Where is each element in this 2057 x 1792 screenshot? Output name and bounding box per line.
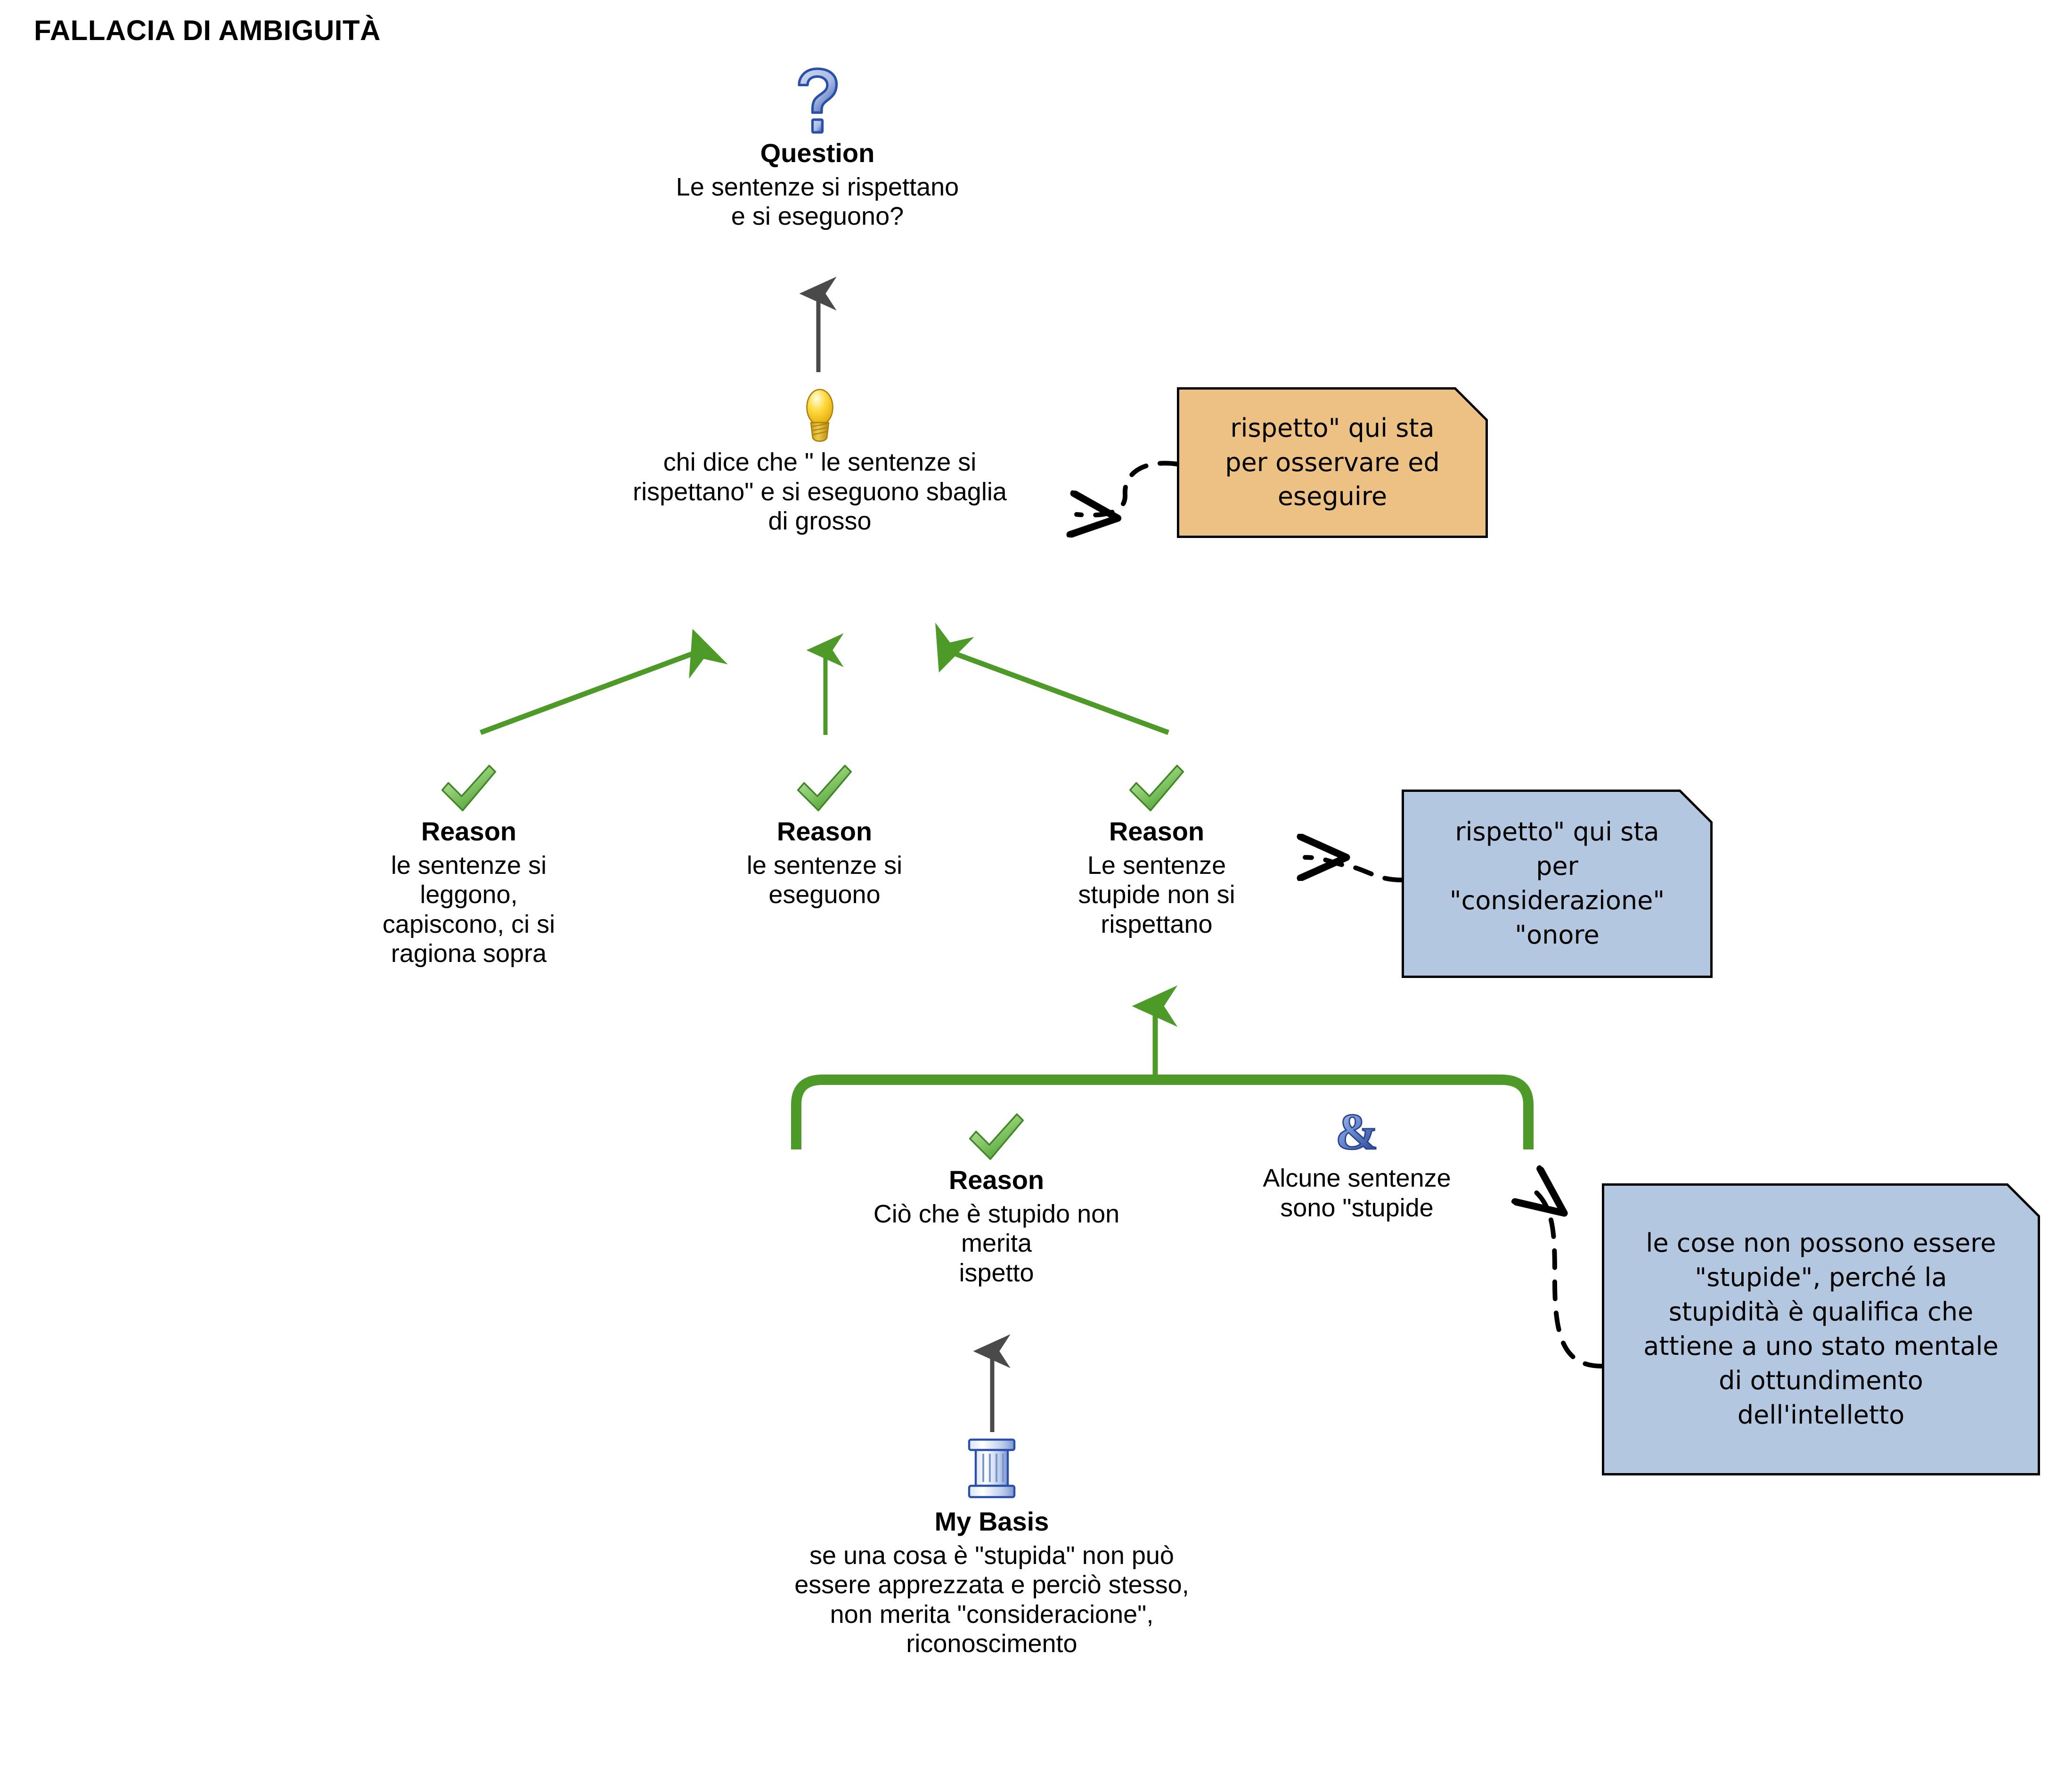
note-corner-fold-icon xyxy=(2006,1183,2040,1217)
node-text: le sentenze si leggono, capiscono, ci si… xyxy=(382,851,555,968)
node-reason-4[interactable]: Reason Ciò che è stupido non merita ispe… xyxy=(836,1112,1157,1287)
sticky-note-text: le cose non possono essere "stupide", pe… xyxy=(1643,1228,1999,1430)
sticky-note-3[interactable]: le cose non possono essere "stupide", pe… xyxy=(1602,1183,2040,1475)
node-text: Le sentenze stupide non si rispettano xyxy=(1078,851,1235,938)
sticky-note-text: rispetto" qui sta per "considerazione" "… xyxy=(1449,817,1665,950)
green-check-icon xyxy=(441,765,497,812)
ampersand-icon: & xyxy=(1335,1102,1379,1159)
node-main-claim[interactable]: chi dice che " le sentenze si rispettano… xyxy=(577,386,1062,536)
node-text: se una cosa è "stupida" non può essere a… xyxy=(794,1541,1189,1658)
pillar-icon xyxy=(968,1438,1016,1499)
question-mark-icon xyxy=(798,67,838,134)
svg-text:&: & xyxy=(1335,1103,1378,1159)
green-check-icon xyxy=(969,1113,1024,1160)
node-text: Alcune sentenze sono "stupide xyxy=(1263,1164,1451,1222)
note-corner-fold-icon xyxy=(1454,387,1488,421)
node-type-label: Reason xyxy=(776,816,873,846)
note-corner-fold-icon xyxy=(1679,790,1713,823)
node-type-label: My Basis xyxy=(934,1507,1049,1536)
node-text: Le sentenze si rispettano e si eseguono? xyxy=(676,172,959,231)
green-check-icon xyxy=(1129,765,1184,812)
sticky-note-1[interactable]: rispetto" qui sta per osservare ed esegu… xyxy=(1177,387,1488,538)
node-text: Ciò che è stupido non merita ispetto xyxy=(873,1199,1120,1287)
arrow-reason3-to-claim xyxy=(935,622,1169,735)
node-my-basis[interactable]: My Basis se una cosa è "stupida" non può… xyxy=(733,1434,1251,1659)
note2-dashed-connector xyxy=(1305,857,1404,882)
node-text: chi dice che " le sentenze si rispettano… xyxy=(633,448,1007,536)
green-check-icon xyxy=(797,765,852,812)
node-type-label: Reason xyxy=(421,816,517,846)
node-text: le sentenze si eseguono xyxy=(746,851,903,909)
lightbulb-icon xyxy=(806,389,833,442)
note1-dashed-connector xyxy=(1077,461,1179,515)
node-question[interactable]: Question Le sentenze si rispettano e si … xyxy=(653,66,982,231)
node-reason-3[interactable]: Reason Le sentenze stupide non si rispet… xyxy=(1034,763,1279,939)
page-title: FALLACIA DI AMBIGUITÀ xyxy=(34,15,381,46)
node-reason-1[interactable]: Reason le sentenze si leggono, capiscono… xyxy=(346,763,591,969)
node-type-label: Reason xyxy=(948,1165,1045,1195)
node-co-premise[interactable]: & Alcune sentenze sono "stupide xyxy=(1225,1102,1489,1222)
node-type-label: Question xyxy=(760,138,875,168)
node-reason-2[interactable]: Reason le sentenze si eseguono xyxy=(702,763,947,910)
sticky-note-text: rispetto" qui sta per osservare ed esegu… xyxy=(1225,413,1440,512)
sticky-note-2[interactable]: rispetto" qui sta per "considerazione" "… xyxy=(1402,790,1713,978)
node-type-label: Reason xyxy=(1109,816,1205,846)
note3-dashed-connector xyxy=(1531,1188,1604,1368)
arrow-reason1-to-claim xyxy=(480,628,728,735)
